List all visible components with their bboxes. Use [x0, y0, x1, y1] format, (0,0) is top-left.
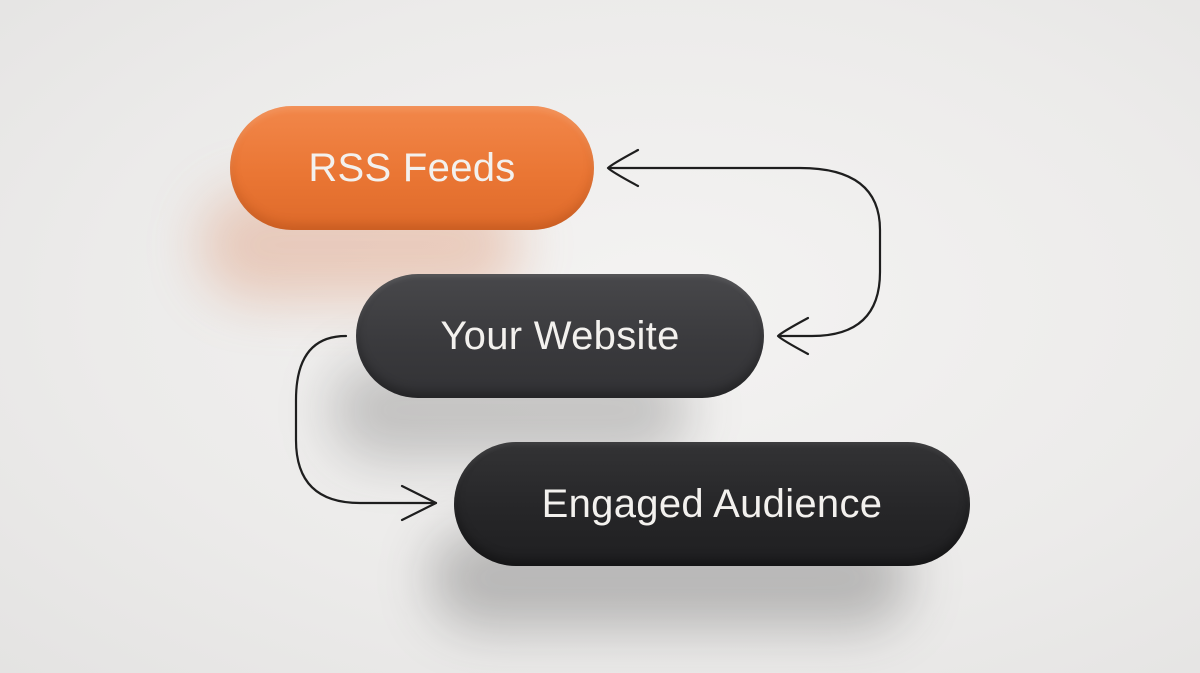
edge-website-to-audience	[294, 334, 438, 505]
rss-feeds-label: RSS Feeds	[308, 145, 516, 190]
arrowhead-into-your-website	[776, 316, 810, 356]
arrowhead-into-engaged-audience	[400, 484, 438, 522]
arrowhead-into-rss-feeds	[606, 148, 640, 188]
engaged-audience-node: Engaged Audience	[454, 442, 970, 566]
engaged-audience-label: Engaged Audience	[541, 481, 883, 526]
your-website-node: Your Website	[356, 274, 764, 398]
rss-feeds-node: RSS Feeds	[230, 106, 594, 230]
your-website-label: Your Website	[440, 313, 680, 358]
edge-website-to-rss	[608, 166, 882, 338]
